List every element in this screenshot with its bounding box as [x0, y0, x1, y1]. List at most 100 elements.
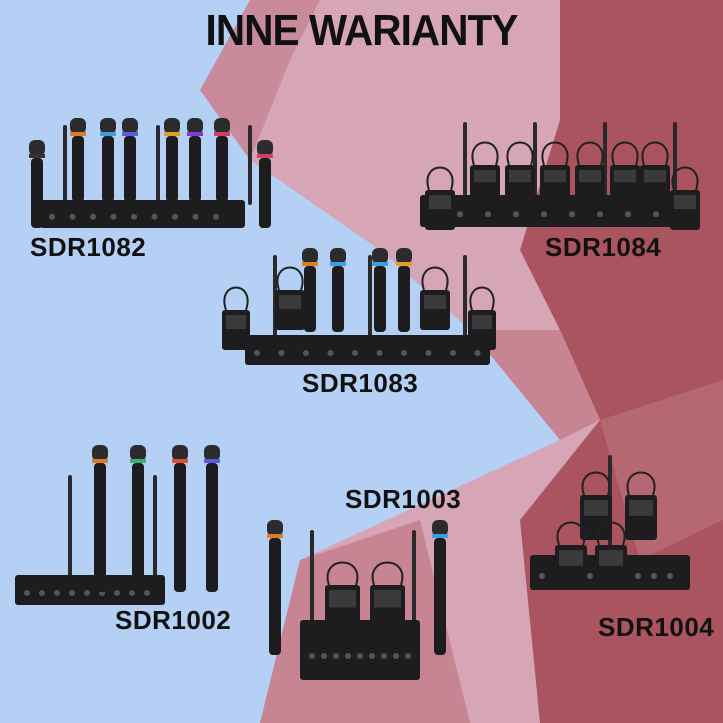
headset-icon [576, 141, 604, 166]
receiver-knob-icon [381, 653, 387, 659]
headset-icon [469, 286, 495, 311]
headset-icon [641, 141, 669, 166]
receiver-knob-icon [172, 213, 178, 220]
microphone-grille-icon [172, 445, 188, 461]
microphone-grille-icon [302, 248, 318, 264]
microphone-icon [166, 136, 178, 202]
microphone-ring-icon [92, 459, 108, 463]
bodypack-display-icon [544, 170, 566, 183]
receiver-knob-icon [651, 573, 657, 579]
antenna-icon [463, 122, 467, 200]
bodypack-display-icon [629, 500, 653, 516]
receiver-knob-icon [39, 590, 45, 596]
microphone-icon [332, 266, 344, 332]
receiver-knob-icon [625, 211, 631, 218]
label-sdr1083: SDR1083 [302, 368, 419, 398]
microphone-ring-icon [172, 459, 188, 463]
receiver-knob-icon [393, 653, 399, 659]
microphone-ring-icon [187, 132, 203, 136]
microphone-icon [434, 538, 446, 655]
microphone-icon [269, 538, 281, 655]
antenna-icon [68, 475, 72, 580]
bodypack-display-icon [429, 195, 451, 209]
receiver-knob-icon [425, 350, 432, 356]
microphone-icon [304, 266, 316, 332]
headset-icon [581, 471, 611, 496]
receiver-knob-icon [49, 213, 55, 220]
headset-icon [671, 166, 699, 191]
headset-icon [276, 266, 304, 291]
receiver-icon [15, 575, 165, 605]
receiver-knob-icon [84, 590, 90, 596]
bodypack-display-icon [374, 590, 401, 608]
receiver-knob-icon [114, 590, 120, 596]
receiver-knob-icon [667, 573, 673, 579]
label-sdr1004: SDR1004 [598, 612, 715, 642]
headset-icon [596, 521, 626, 546]
microphone-ring-icon [100, 132, 116, 136]
receiver-knob-icon [144, 590, 150, 596]
receiver-knob-icon [54, 590, 60, 596]
receiver-knob-icon [110, 213, 117, 220]
receiver-knob-icon [131, 213, 137, 220]
label-sdr1082: SDR1082 [30, 232, 147, 262]
microphone-ring-icon [330, 262, 346, 266]
receiver-knob-icon [90, 213, 96, 220]
receiver-knob-icon [597, 211, 603, 218]
headset-icon [421, 266, 449, 291]
microphone-ring-icon [372, 262, 388, 266]
microphone-grille-icon [130, 445, 146, 461]
microphone-icon [398, 266, 410, 332]
microphone-grille-icon [330, 248, 346, 264]
microphone-grille-icon [92, 445, 108, 461]
receiver-knob-icon [513, 211, 519, 218]
microphone-icon [174, 463, 186, 592]
receiver-knob-icon [254, 350, 260, 356]
headset-icon [426, 166, 454, 191]
headset-icon [556, 521, 586, 546]
bodypack-display-icon [424, 295, 446, 309]
microphone-icon [124, 136, 136, 202]
bodypack-display-icon [644, 170, 666, 183]
microphone-icon [72, 136, 84, 202]
headset-icon [371, 561, 404, 586]
microphone-grille-icon [267, 520, 283, 536]
headset-icon [326, 561, 359, 586]
antenna-icon [673, 122, 677, 200]
microphone-grille-icon [164, 118, 180, 134]
antenna-icon [310, 530, 314, 625]
microphone-grille-icon [432, 520, 448, 536]
antenna-icon [153, 475, 157, 580]
receiver-knob-icon [569, 211, 575, 218]
microphone-icon [102, 136, 114, 202]
receiver-knob-icon [345, 653, 351, 659]
bodypack-display-icon [559, 550, 583, 566]
receiver-knob-icon [321, 653, 327, 659]
microphone-ring-icon [432, 534, 448, 538]
receiver-knob-icon [369, 653, 375, 659]
bodypack-display-icon [584, 500, 608, 516]
microphone-icon [189, 136, 201, 202]
label-sdr1084: SDR1084 [545, 232, 662, 262]
bodypack-display-icon [579, 170, 601, 183]
microphone-ring-icon [396, 262, 412, 266]
headset-icon [471, 141, 499, 166]
microphone-grille-icon [372, 248, 388, 264]
bodypack-display-icon [226, 315, 246, 329]
microphone-icon [374, 266, 386, 332]
receiver-knob-icon [474, 350, 481, 356]
microphone-icon [94, 463, 106, 592]
receiver-knob-icon [69, 590, 75, 596]
receiver-icon [40, 200, 245, 228]
page-title: INNE WARIANTY [205, 6, 519, 55]
microphone-icon [216, 136, 228, 202]
antenna-icon [63, 125, 67, 205]
receiver-icon [420, 195, 700, 227]
microphone-icon [259, 158, 271, 228]
receiver-knob-icon [333, 653, 339, 659]
receiver-knob-icon [539, 573, 545, 579]
bodypack-display-icon [614, 170, 636, 183]
receiver-knob-icon [587, 573, 593, 579]
receiver-knob-icon [485, 211, 491, 218]
microphone-icon [31, 158, 43, 228]
